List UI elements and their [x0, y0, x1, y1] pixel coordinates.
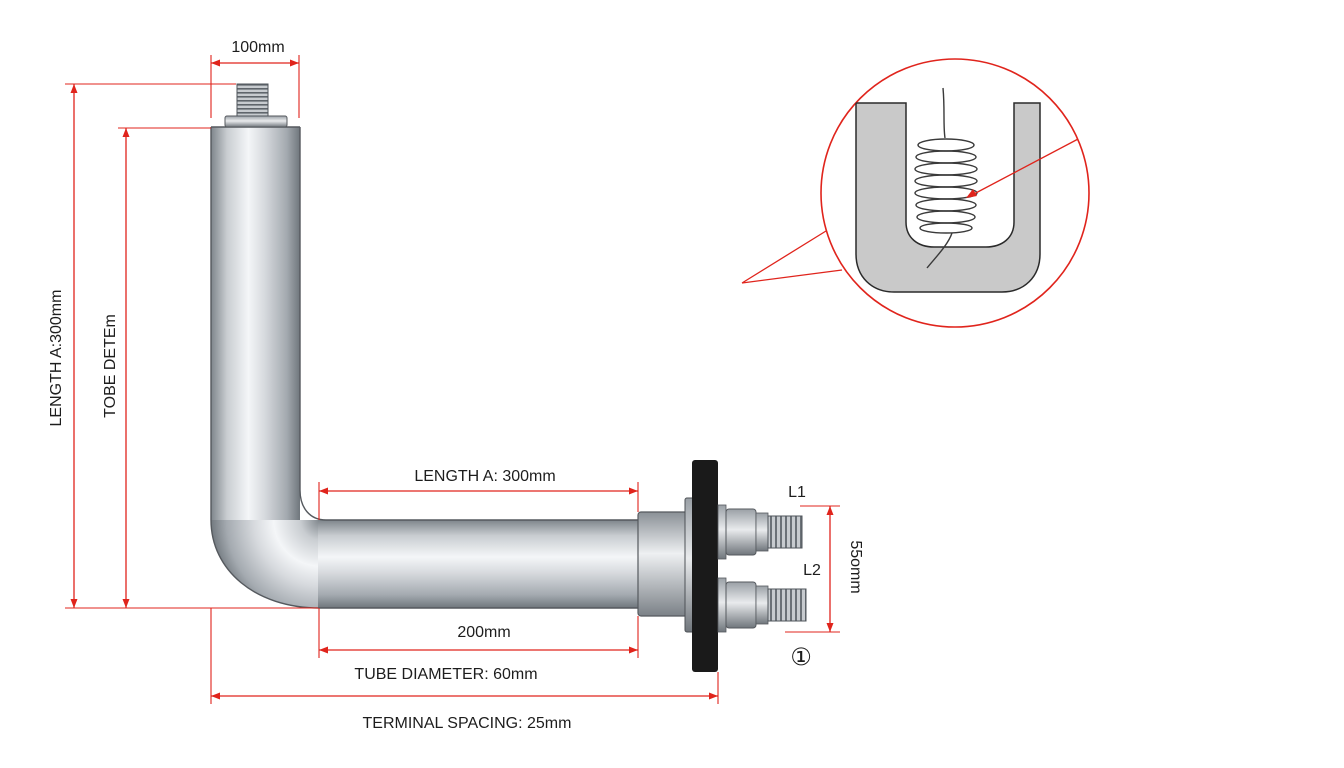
label-top-width: 100mm: [231, 39, 284, 56]
top-threaded-fitting: [224, 83, 288, 128]
inset-leader: [741, 230, 843, 284]
label-terminal-l2: L2: [803, 562, 821, 579]
top-thread: [236, 83, 269, 117]
terminal-l1-washer: [717, 504, 727, 560]
terminal-l2-lock-nut: [755, 585, 769, 625]
label-length-a-horizontal: LENGTH A: 300mm: [414, 468, 555, 485]
terminal-l2-washer: [717, 577, 727, 633]
label-terminal-spacing: TERMINAL SPACING: 25mm: [363, 715, 572, 732]
tube-collar: [637, 511, 689, 617]
terminal-l2-nut: [725, 581, 757, 629]
terminal-l1-thread: [767, 515, 803, 549]
label-terminal-l1: L1: [788, 484, 806, 501]
coil-spring: [914, 87, 978, 269]
label-length-a-vertical: LENGTH A:300mm: [48, 290, 65, 427]
inset-pointer: [971, 137, 1081, 196]
terminal-l1-nut: [725, 508, 757, 556]
dimension-lines: [65, 55, 840, 704]
label-tube-diameter: TUBE DIAMETER: 60mm: [354, 666, 537, 683]
label-symbol: ①: [790, 644, 812, 671]
label-terminal-gap: 55omm: [847, 540, 864, 593]
top-nut: [224, 115, 288, 128]
label-200mm: 200mm: [457, 624, 510, 641]
tube-outline: [210, 127, 640, 609]
detail-inset: [741, 58, 1090, 328]
terminal-assembly: [637, 460, 807, 672]
heating-coil-cross-section-icon: [855, 102, 1041, 293]
heating-tube: [210, 126, 640, 609]
tube-bend-outer: [211, 520, 320, 608]
label-tube-detail: TOBE DETEm: [102, 314, 119, 418]
terminal-l1-lock-nut: [755, 512, 769, 552]
tube-horizontal-leg: [318, 520, 640, 608]
labels: 100mm LENGTH A:300mm TOBE DETEm LENGTH A…: [48, 39, 864, 732]
flange-gasket: [692, 460, 718, 672]
terminal-l2-thread: [767, 588, 807, 622]
tube-vertical-leg: [211, 127, 300, 520]
